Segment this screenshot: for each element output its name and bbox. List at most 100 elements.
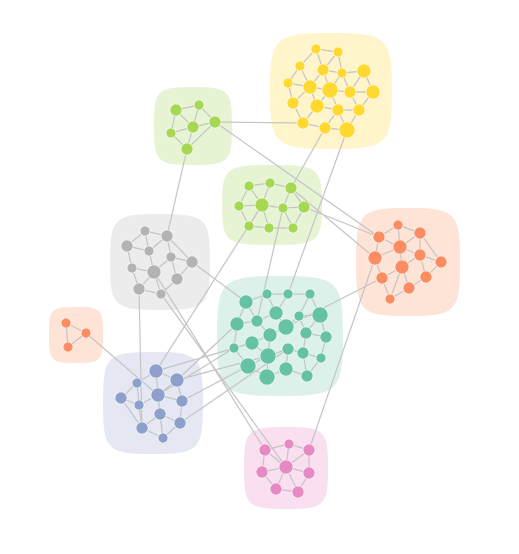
node-teal-11[interactable] xyxy=(299,326,313,340)
node-yellow-3[interactable] xyxy=(316,63,330,77)
node-teal-12[interactable] xyxy=(319,330,333,344)
node-lime-mid-0[interactable] xyxy=(243,180,255,192)
node-teal-18[interactable] xyxy=(315,352,327,364)
node-orange-0[interactable] xyxy=(392,219,404,231)
node-yellow-17[interactable] xyxy=(338,121,356,139)
node-lime-mid-2[interactable] xyxy=(284,181,298,195)
node-teal-14[interactable] xyxy=(244,335,260,351)
node-teal-5[interactable] xyxy=(268,305,284,321)
node-orange-9[interactable] xyxy=(419,270,433,284)
node-teal-7[interactable] xyxy=(311,306,329,324)
node-yellow-2[interactable] xyxy=(294,60,306,72)
node-gray-7[interactable] xyxy=(185,255,199,269)
node-lime-top-1[interactable] xyxy=(193,99,205,111)
node-gray-8[interactable] xyxy=(170,272,184,286)
node-pink-3[interactable] xyxy=(278,459,294,475)
node-gray-0[interactable] xyxy=(139,225,151,237)
node-blue-2[interactable] xyxy=(131,377,143,389)
node-orange-6[interactable] xyxy=(394,259,410,275)
node-gray-5[interactable] xyxy=(126,262,138,274)
node-lime-top-5[interactable] xyxy=(180,142,194,156)
node-yellow-11[interactable] xyxy=(286,96,300,110)
node-teal-6[interactable] xyxy=(293,310,305,322)
node-pink-7[interactable] xyxy=(291,485,305,499)
node-yellow-7[interactable] xyxy=(302,79,318,95)
node-teal-9[interactable] xyxy=(262,327,278,343)
node-pink-4[interactable] xyxy=(255,465,269,479)
node-teal-19[interactable] xyxy=(239,357,257,375)
node-blue-1[interactable] xyxy=(169,372,185,388)
node-yellow-8[interactable] xyxy=(321,81,339,99)
node-pink-0[interactable] xyxy=(283,438,295,450)
node-lime-mid-9[interactable] xyxy=(287,222,299,234)
node-blue-5[interactable] xyxy=(133,399,145,411)
node-orange-10[interactable] xyxy=(402,281,416,295)
node-yellow-6[interactable] xyxy=(282,77,294,89)
node-pink-1[interactable] xyxy=(258,443,272,457)
node-teal-3[interactable] xyxy=(304,288,316,300)
node-teal-1[interactable] xyxy=(261,288,273,300)
node-yellow-1[interactable] xyxy=(332,46,344,58)
node-lime-top-3[interactable] xyxy=(186,120,200,134)
node-blue-3[interactable] xyxy=(150,387,166,403)
node-yellow-0[interactable] xyxy=(310,43,322,55)
node-yellow-13[interactable] xyxy=(331,103,345,117)
node-teal-21[interactable] xyxy=(278,361,294,377)
node-gray-3[interactable] xyxy=(143,245,155,257)
node-blue-9[interactable] xyxy=(173,416,187,430)
node-teal-15[interactable] xyxy=(259,347,277,365)
node-gray-10[interactable] xyxy=(155,288,167,300)
node-teal-2[interactable] xyxy=(282,288,294,300)
node-gray-6[interactable] xyxy=(146,264,162,280)
node-lime-mid-5[interactable] xyxy=(277,202,289,214)
node-yellow-12[interactable] xyxy=(309,98,325,114)
node-orange-small-0[interactable] xyxy=(60,317,72,329)
node-yellow-10[interactable] xyxy=(365,84,381,100)
node-orange-5[interactable] xyxy=(413,248,427,262)
node-teal-4[interactable] xyxy=(250,314,264,328)
node-teal-13[interactable] xyxy=(228,342,240,354)
node-teal-8[interactable] xyxy=(229,316,245,332)
node-lime-mid-1[interactable] xyxy=(264,177,276,189)
node-orange-7[interactable] xyxy=(434,255,448,269)
node-yellow-4[interactable] xyxy=(336,67,348,79)
node-blue-10[interactable] xyxy=(157,432,169,444)
node-teal-0[interactable] xyxy=(238,294,254,310)
node-teal-17[interactable] xyxy=(296,346,310,360)
node-orange-2[interactable] xyxy=(413,226,427,240)
node-blue-0[interactable] xyxy=(148,363,164,379)
node-lime-top-4[interactable] xyxy=(165,127,177,139)
node-gray-9[interactable] xyxy=(132,282,146,296)
node-blue-8[interactable] xyxy=(135,421,149,435)
node-lime-mid-3[interactable] xyxy=(233,200,245,212)
node-yellow-5[interactable] xyxy=(356,63,372,79)
node-pink-2[interactable] xyxy=(302,443,316,457)
node-orange-4[interactable] xyxy=(367,250,383,266)
node-teal-20[interactable] xyxy=(258,368,276,386)
node-gray-1[interactable] xyxy=(160,229,174,243)
node-blue-7[interactable] xyxy=(153,407,167,421)
node-pink-5[interactable] xyxy=(302,466,316,480)
node-lime-top-2[interactable] xyxy=(208,115,222,129)
node-lime-top-0[interactable] xyxy=(169,103,183,117)
node-lime-mid-8[interactable] xyxy=(263,222,275,234)
node-orange-small-2[interactable] xyxy=(62,341,74,353)
node-gray-2[interactable] xyxy=(120,239,134,253)
node-orange-small-1[interactable] xyxy=(80,327,92,339)
node-orange-11[interactable] xyxy=(384,293,396,305)
node-teal-10[interactable] xyxy=(277,318,295,336)
node-blue-6[interactable] xyxy=(175,394,189,408)
node-pink-6[interactable] xyxy=(269,482,283,496)
node-yellow-15[interactable] xyxy=(296,116,310,130)
node-lime-mid-6[interactable] xyxy=(297,200,311,214)
node-lime-mid-7[interactable] xyxy=(243,220,255,232)
node-yellow-16[interactable] xyxy=(318,121,332,135)
node-orange-1[interactable] xyxy=(372,230,386,244)
node-teal-22[interactable] xyxy=(300,369,314,383)
node-gray-4[interactable] xyxy=(165,251,177,263)
node-orange-8[interactable] xyxy=(375,271,389,285)
node-teal-16[interactable] xyxy=(281,342,295,356)
node-lime-mid-4[interactable] xyxy=(254,197,270,213)
node-blue-4[interactable] xyxy=(114,391,128,405)
node-orange-3[interactable] xyxy=(392,239,408,255)
